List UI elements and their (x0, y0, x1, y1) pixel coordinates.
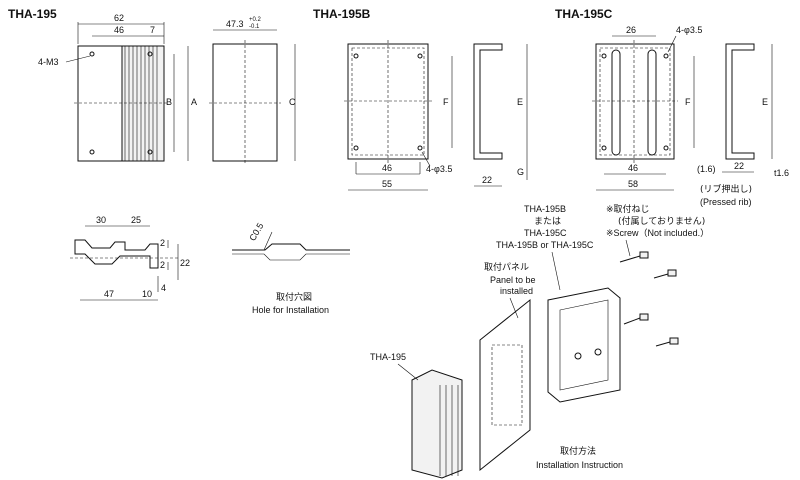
dim-tol-plus: +0.2 (249, 17, 262, 23)
dim-55: 55 (382, 179, 392, 189)
label-install-en: Installation Instruction (536, 460, 623, 470)
dim-22-v: 22 (180, 258, 190, 268)
label-b-or-c-2: または (534, 216, 561, 227)
dim-b: B (166, 97, 172, 107)
label-hole-en: Hole for Installation (252, 305, 329, 315)
title-tha-195c: THA-195C (555, 7, 613, 21)
dim-46: 46 (114, 25, 124, 35)
label-screw-jp1: ※取付ねじ (606, 204, 650, 215)
cross-section-profile: 30 25 2 2 22 4 47 10 (70, 215, 190, 301)
label-b-or-c-4: THA-195B or THA-195C (496, 240, 594, 250)
label-panel-jp: 取付パネル (484, 262, 529, 273)
tha-195c-front-view: 26 4-φ3.5 F 46 58 (592, 25, 702, 191)
label-rib-en: (Pressed rib) (700, 197, 752, 207)
label-panel-en2: installed (500, 286, 533, 296)
hole-for-installation: C0.5 取付穴図 Hole for Installation (232, 221, 350, 315)
dim-58: 58 (628, 179, 638, 189)
label-screw-jp2: (付属しておりません) (618, 216, 705, 227)
dim-f-b: F (443, 97, 449, 107)
label-b-or-c-1: THA-195B (524, 204, 566, 214)
dim-4: 4 (161, 283, 166, 293)
dim-c05: C0.5 (247, 221, 265, 242)
tha-195-side-view: 47.3 +0.2 -0.1 C (209, 17, 296, 165)
dim-2b: 2 (160, 260, 165, 270)
dim-t1-6: t1.6 (774, 168, 789, 178)
dim-4-m3: 4-M3 (38, 57, 59, 67)
dim-10: 10 (142, 289, 152, 299)
tha-195c-side-view: E (1.6) 22 t1.6 (リブ押出し) (Pressed rib) (697, 43, 789, 207)
dim-1-6: (1.6) (697, 164, 716, 174)
dim-46-b: 46 (382, 163, 392, 173)
title-tha-195: THA-195 (8, 7, 57, 21)
dim-2a: 2 (160, 238, 165, 248)
dim-30: 30 (96, 215, 106, 225)
label-b-or-c-3: THA-195C (524, 228, 567, 238)
dim-a: A (191, 97, 197, 107)
dim-tol-minus: -0.1 (249, 24, 260, 30)
dim-phi35-c: 4-φ3.5 (676, 25, 702, 35)
label-panel-en1: Panel to be (490, 275, 536, 285)
dim-46-c: 46 (628, 163, 638, 173)
label-rib-jp: (リブ押出し) (700, 183, 752, 195)
label-tha-195-install: THA-195 (370, 352, 406, 362)
dim-phi35-b: 4-φ3.5 (426, 164, 452, 174)
dim-7: 7 (150, 25, 155, 35)
tha-195b-side-view: E G 22 (473, 43, 528, 187)
dim-g: G (517, 167, 524, 177)
dim-25: 25 (131, 215, 141, 225)
dim-22-b: 22 (482, 175, 492, 185)
dim-47: 47 (104, 289, 114, 299)
dim-e-c: E (762, 97, 768, 107)
dim-62: 62 (114, 13, 124, 23)
label-screw-en: ※Screw（Not included.） (606, 228, 709, 238)
tha-195b-front-view: F 46 55 4-φ3.5 (344, 40, 452, 191)
dim-f-c: F (685, 97, 691, 107)
installation-instruction: THA-195B または THA-195C THA-195B or THA-19… (370, 204, 709, 479)
tha-195-front-view: 62 46 7 4-M3 B A (38, 13, 197, 162)
dim-e-b: E (517, 97, 523, 107)
label-install-jp: 取付方法 (560, 445, 596, 457)
dim-22-c: 22 (734, 161, 744, 171)
dim-47-3: 47.3 (226, 19, 244, 29)
dim-c: C (289, 97, 296, 107)
label-hole-jp: 取付穴図 (276, 291, 312, 303)
dim-26: 26 (626, 25, 636, 35)
title-tha-195b: THA-195B (313, 7, 371, 21)
